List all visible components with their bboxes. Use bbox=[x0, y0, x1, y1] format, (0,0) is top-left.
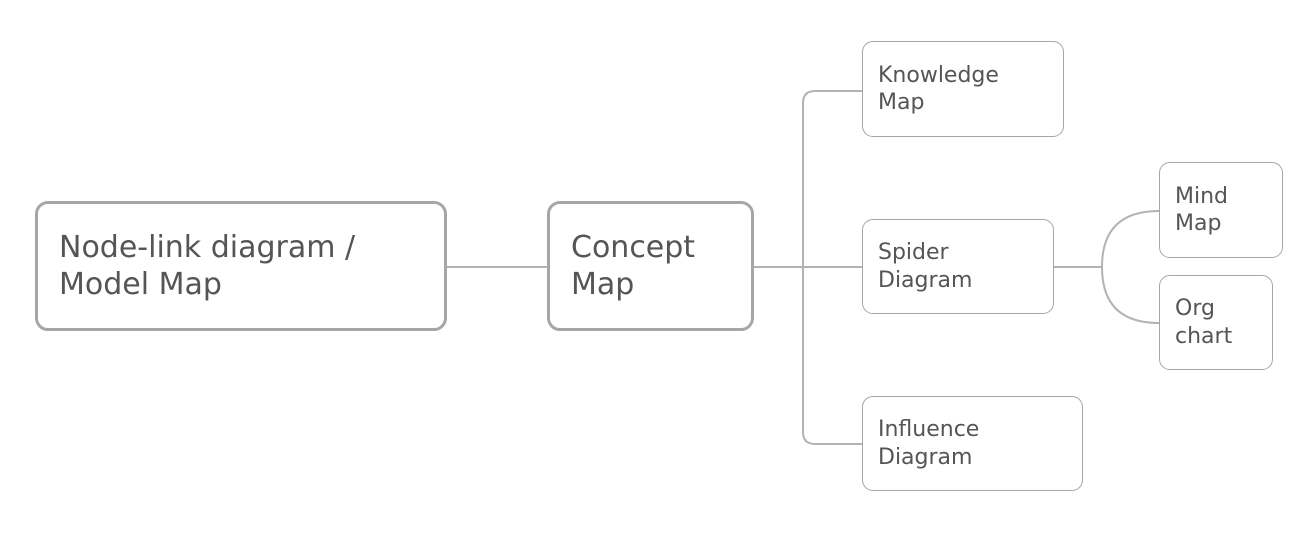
node-knowledge-map[interactable]: Knowledge Map bbox=[862, 41, 1064, 137]
node-org-chart-line-1: Org bbox=[1175, 296, 1215, 321]
node-knowledge-map-line-1: Knowledge bbox=[878, 62, 999, 88]
connector-spider-org bbox=[1101, 266, 1160, 324]
node-mind-map-line-1: Mind bbox=[1175, 183, 1229, 209]
node-root[interactable]: Node-link diagram / Model Map bbox=[35, 201, 447, 331]
node-spider-diagram[interactable]: Spider Diagram bbox=[862, 219, 1054, 314]
node-root-line-2: Model Map bbox=[59, 267, 222, 302]
connector-spider-mind bbox=[1101, 210, 1160, 268]
connector-concept-knowledge bbox=[802, 90, 862, 267]
node-influence-diagram-line-1: Influence bbox=[878, 417, 980, 442]
node-concept-map-line-2: Map bbox=[571, 267, 635, 302]
node-influence-diagram-line-2: Diagram bbox=[878, 444, 973, 470]
node-concept-map[interactable]: Concept Map bbox=[547, 201, 754, 331]
node-knowledge-map-line-2: Map bbox=[878, 90, 925, 115]
node-spider-diagram-line-2: Diagram bbox=[878, 267, 973, 293]
node-root-line-1: Node-link diagram / bbox=[59, 229, 356, 265]
node-spider-diagram-line-1: Spider bbox=[878, 240, 949, 265]
node-mind-map[interactable]: Mind Map bbox=[1159, 162, 1283, 258]
node-org-chart[interactable]: Org chart bbox=[1159, 275, 1273, 370]
node-concept-map-line-1: Concept bbox=[571, 229, 696, 265]
node-org-chart-line-2: chart bbox=[1175, 323, 1233, 349]
node-influence-diagram[interactable]: Influence Diagram bbox=[862, 396, 1083, 491]
connector-concept-influence bbox=[802, 267, 862, 445]
node-mind-map-line-2: Map bbox=[1175, 211, 1222, 236]
